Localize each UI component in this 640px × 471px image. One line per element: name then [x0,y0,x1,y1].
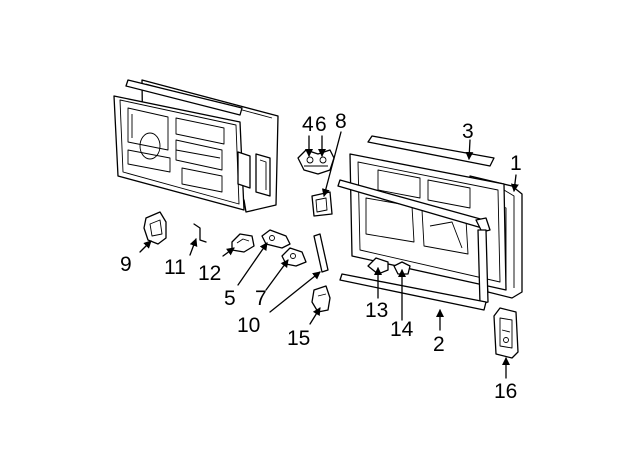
callout-12: 12 [198,262,221,285]
callout-6: 6 [315,113,327,136]
callout-11: 11 [164,256,186,279]
callout-16: 16 [494,380,517,403]
part-4-6-hinge [297,149,335,175]
callout-8: 8 [335,110,347,133]
part-8-striker [311,191,333,217]
part-10-rod [313,233,329,273]
leader-lines [139,131,519,379]
callout-4: 4 [302,113,314,136]
part-2-seal [339,273,487,311]
callout-15: 15 [287,327,310,350]
callout-13: 13 [365,299,388,322]
callout-labels: 1 2 3 4 5 6 7 8 9 10 11 12 13 14 15 16 [120,110,522,403]
callout-5: 5 [224,287,236,310]
right-tailgate-assembly [337,135,523,311]
callout-14: 14 [390,318,414,341]
part-11-clip [193,223,207,243]
callout-7: 7 [255,287,267,310]
callout-9: 9 [120,253,132,276]
callout-10: 10 [237,314,260,337]
part-3-seal [367,135,495,167]
callout-2: 2 [433,333,445,356]
callout-3: 3 [462,120,474,143]
part-15-latch [311,285,331,313]
callout-1: 1 [510,152,522,175]
part-9-bracket [143,211,167,245]
left-tailgate-panel [113,79,279,213]
part-16-latch-assembly [493,307,519,359]
part-12-housing [231,233,255,253]
